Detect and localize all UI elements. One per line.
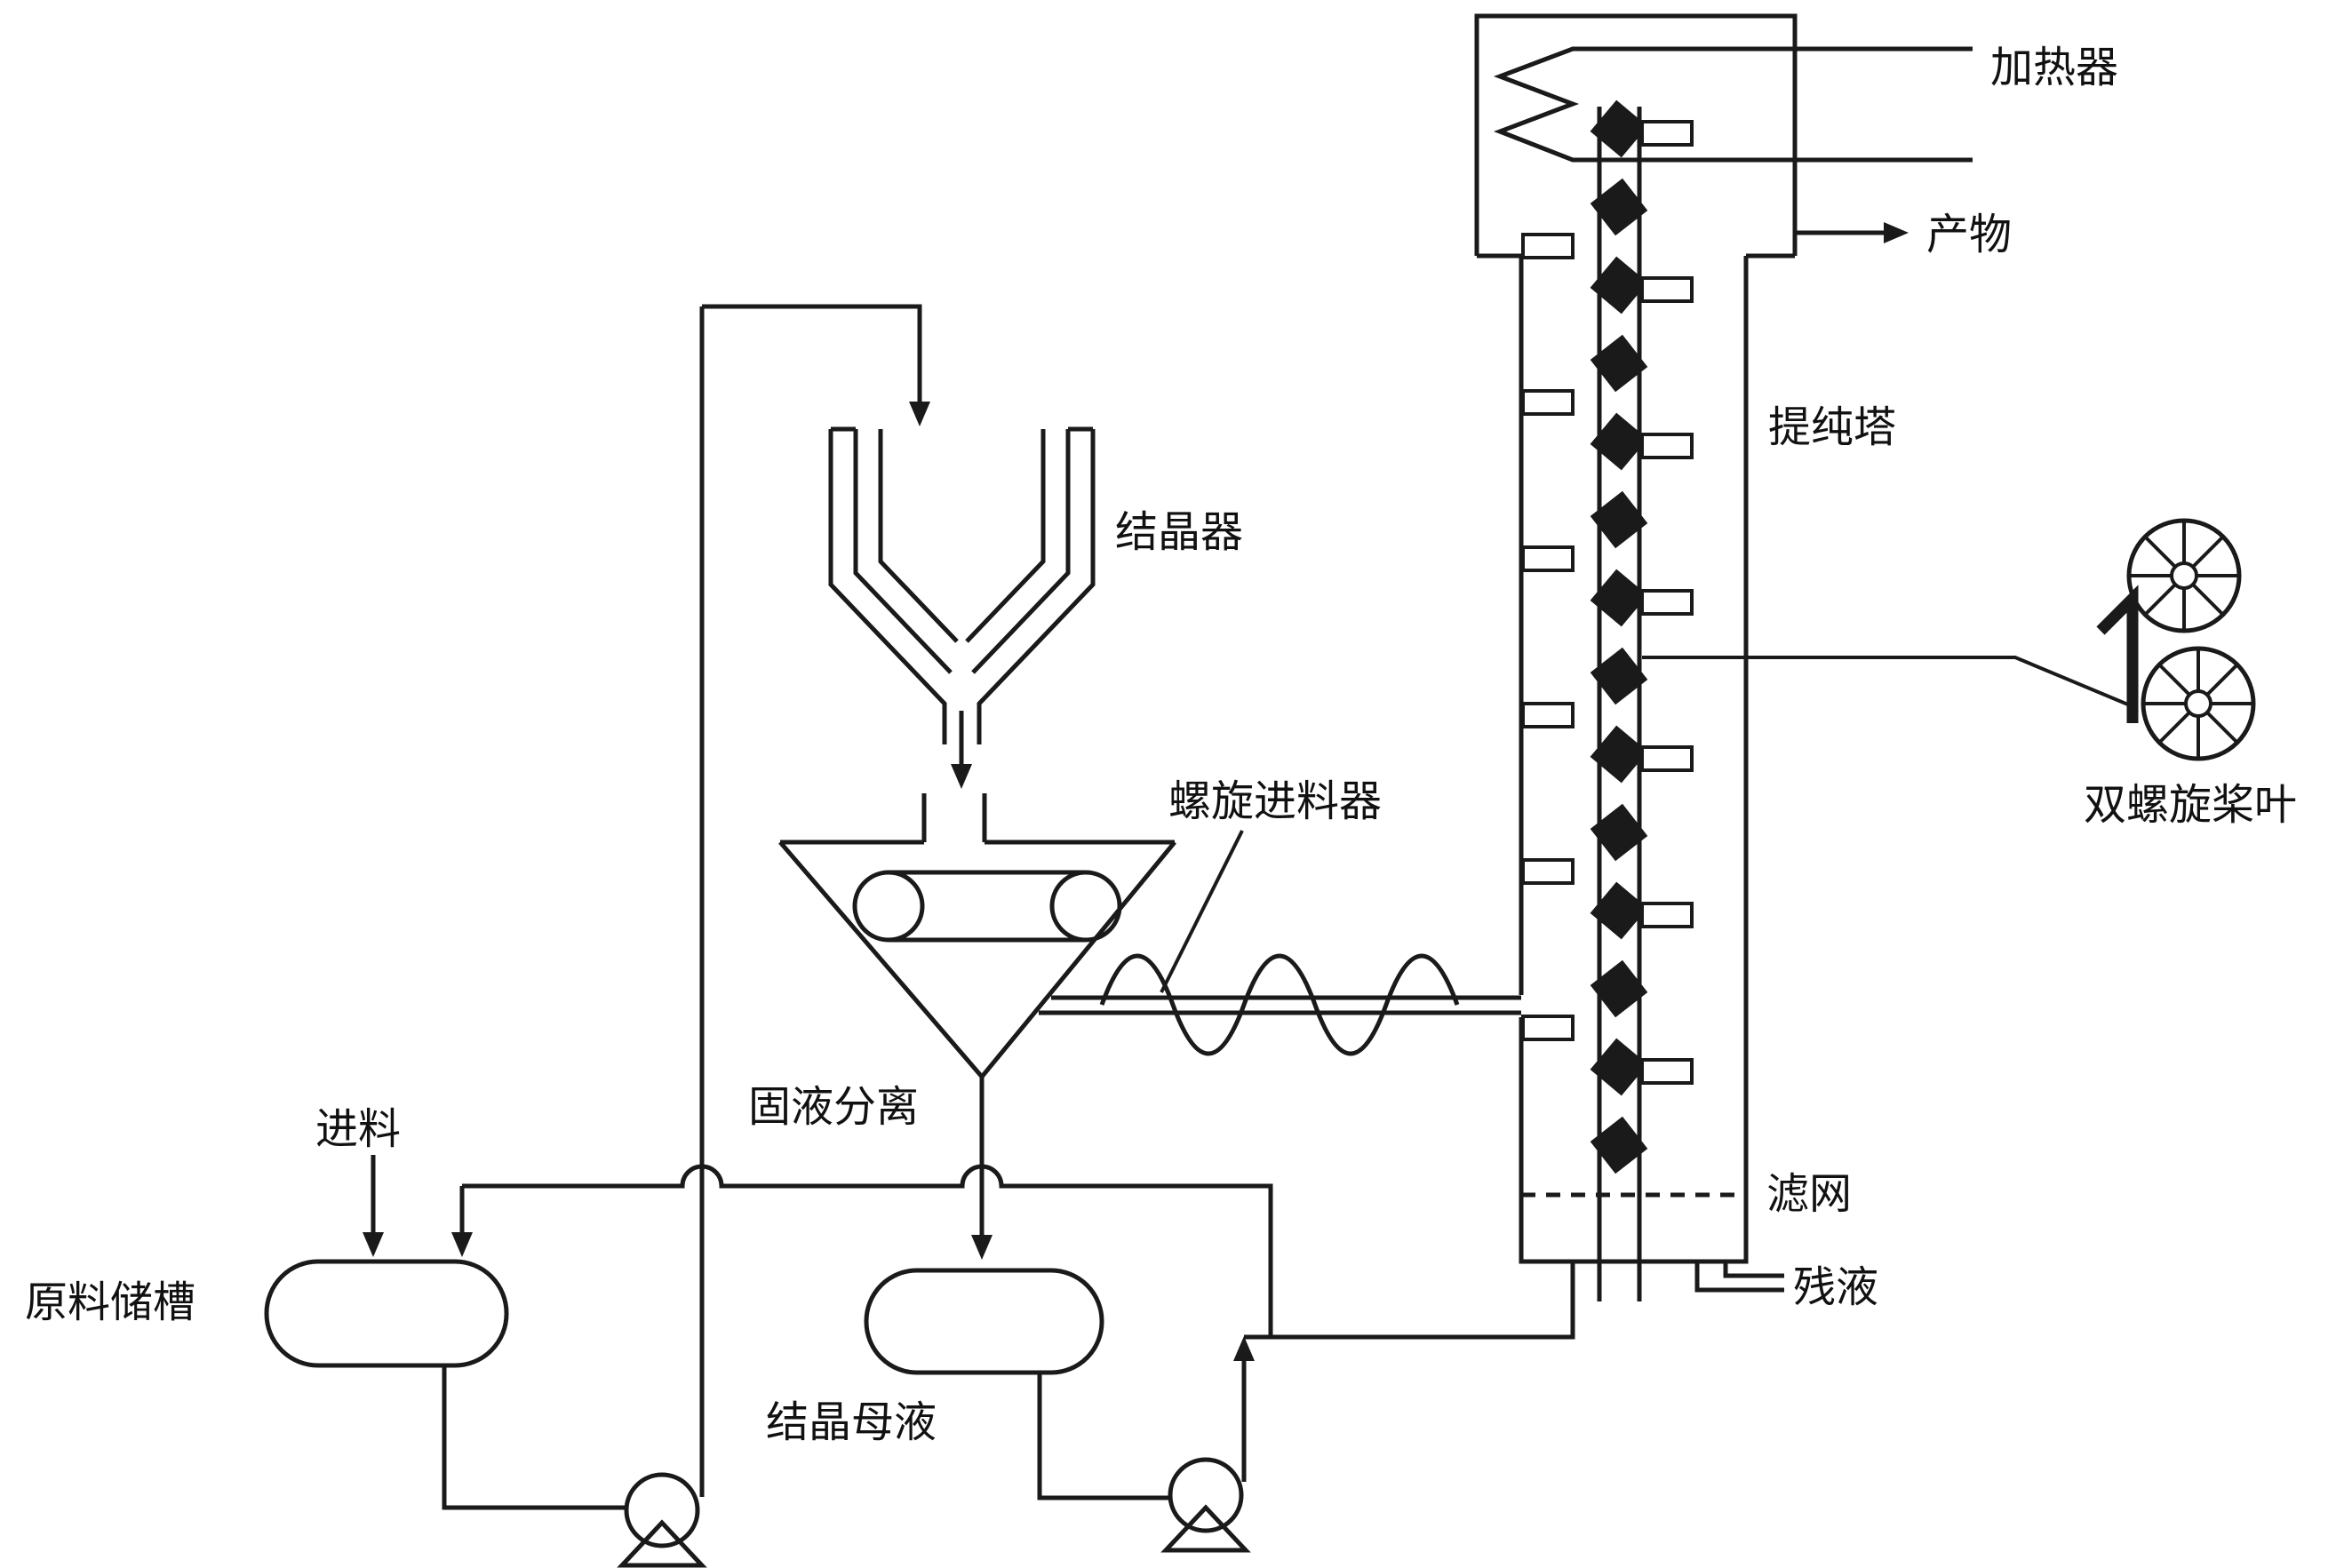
pump-right	[1160, 1457, 1251, 1553]
separator-neck	[921, 793, 987, 842]
screw-feeder-helix	[1099, 953, 1460, 1056]
mother-liquor-tank	[864, 1268, 1104, 1375]
product-arrow	[1884, 222, 1909, 243]
paddle-shaft-mark	[2096, 585, 2139, 723]
tower-return-line	[1244, 1262, 1575, 1340]
label-purification-tower: 提纯塔	[1768, 404, 1896, 451]
residue-pipe	[1694, 1262, 1784, 1293]
label-feed: 进料	[315, 1106, 401, 1153]
heater-element	[1493, 46, 1973, 163]
label-screw-feeder: 螺旋进料器	[1168, 778, 1382, 825]
recycle-line	[459, 1164, 1273, 1337]
separator-belt	[852, 870, 1122, 943]
paddle-wheel-top	[2126, 518, 2242, 633]
crystallizer-feed-line	[702, 304, 922, 418]
paddle-wheel-bottom	[2141, 646, 2256, 761]
crystallizer-feed-arrow	[909, 402, 930, 426]
heater-box	[1474, 13, 1798, 259]
agitator-shaft	[1597, 107, 1642, 1301]
pump-right-arrow	[1233, 1336, 1255, 1361]
separator-body	[778, 840, 1176, 1235]
label-residual-liquid: 残液	[1793, 1264, 1878, 1311]
raw-tank-outlet	[442, 1365, 628, 1510]
label-product: 产物	[1926, 211, 2012, 259]
paddle-leader-line	[1642, 656, 2135, 709]
label-heater: 加热器	[1990, 44, 2118, 92]
screw-feeder-leader	[1160, 830, 1244, 993]
mother-liquor-outlet	[1037, 1373, 1172, 1500]
crystallizer-outlet-arrow	[951, 764, 972, 789]
label-crystallization-mother-liquor: 结晶母液	[766, 1399, 937, 1446]
label-crystallizer: 结晶器	[1115, 509, 1243, 556]
label-raw-material-tank: 原料储槽	[25, 1279, 195, 1326]
recycle-arrow	[451, 1232, 473, 1257]
raw-tank	[264, 1259, 509, 1368]
screw-feeder-shaft	[1039, 995, 1521, 1015]
feed-arrow	[363, 1232, 384, 1257]
label-solid-liquid-separation: 固液分离	[748, 1084, 919, 1131]
crystallizer-vessel	[828, 426, 1096, 744]
label-double-screw-paddle: 双螺旋桨叶	[2084, 782, 2297, 829]
pump-left	[617, 1472, 707, 1568]
label-filter-screen: 滤网	[1766, 1171, 1852, 1218]
separator-outlet-arrow	[971, 1235, 993, 1260]
